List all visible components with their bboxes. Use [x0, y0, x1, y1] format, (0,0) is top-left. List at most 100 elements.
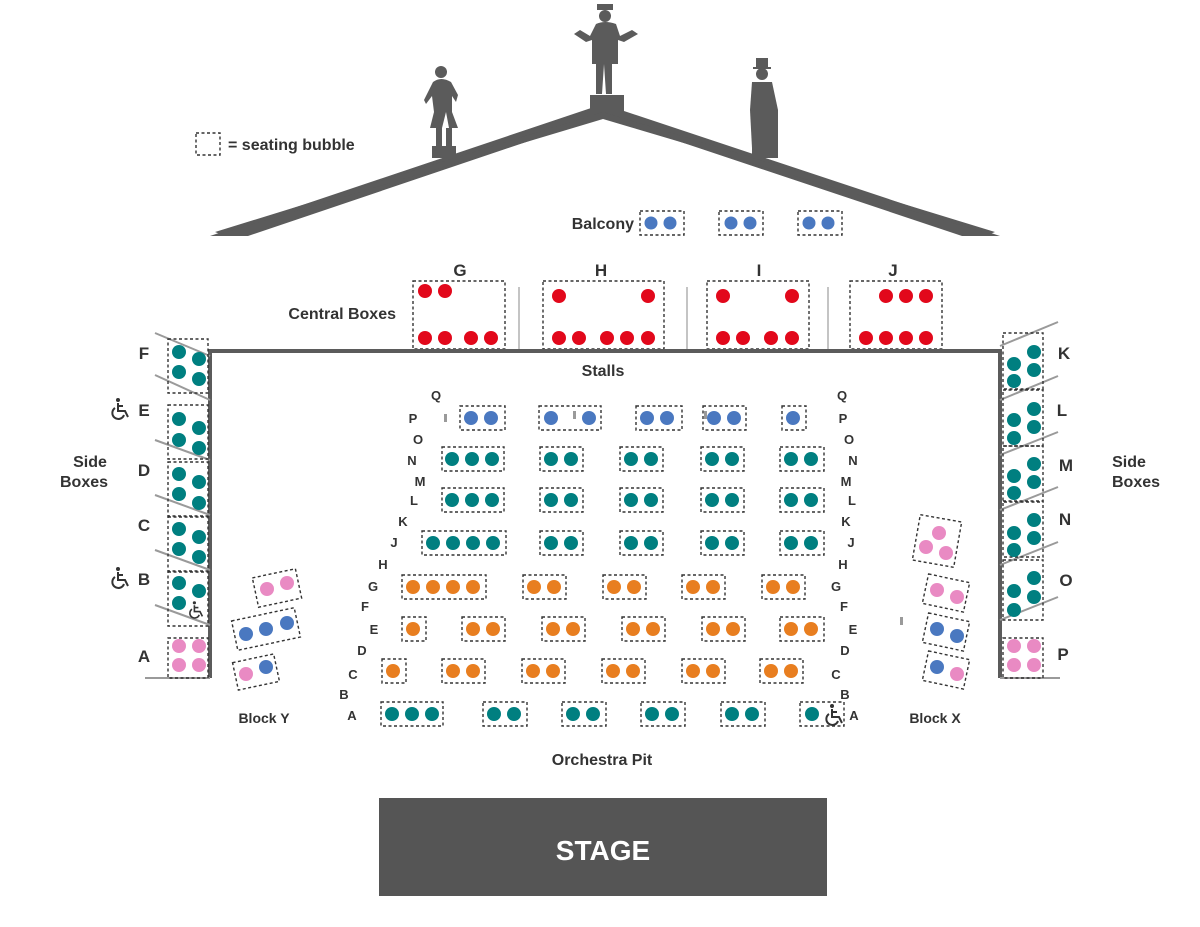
- stalls-bubble[interactable]: [441, 658, 486, 684]
- seat-j[interactable]: [899, 331, 913, 345]
- side-box-bubble[interactable]: [167, 338, 209, 394]
- stalls-bubble[interactable]: [779, 530, 825, 556]
- block-x-seat[interactable]: [950, 590, 964, 604]
- stalls-seat[interactable]: [644, 536, 658, 550]
- side-box-seat[interactable]: [172, 365, 186, 379]
- stalls-seat[interactable]: [566, 622, 580, 636]
- side-box-seat[interactable]: [1027, 590, 1041, 604]
- stalls-bubble[interactable]: [482, 701, 528, 727]
- block-x-bubble[interactable]: [921, 650, 971, 690]
- side-box-bubble[interactable]: [167, 637, 209, 679]
- stalls-bubble[interactable]: [602, 574, 647, 600]
- seat-h[interactable]: [620, 331, 634, 345]
- block-y-seat[interactable]: [239, 667, 253, 681]
- stalls-seat[interactable]: [624, 493, 638, 507]
- block-x-seat[interactable]: [950, 629, 964, 643]
- seat-i[interactable]: [716, 289, 730, 303]
- side-box-seat[interactable]: [1007, 603, 1021, 617]
- side-box-seat[interactable]: [1027, 457, 1041, 471]
- stalls-seat[interactable]: [645, 707, 659, 721]
- side-box-seat[interactable]: [1027, 363, 1041, 377]
- stalls-seat[interactable]: [644, 493, 658, 507]
- stalls-seat[interactable]: [784, 622, 798, 636]
- balcony-seat[interactable]: [724, 216, 738, 230]
- block-x-seat[interactable]: [930, 660, 944, 674]
- stalls-seat[interactable]: [544, 452, 558, 466]
- stalls-seat[interactable]: [784, 536, 798, 550]
- side-box-seat[interactable]: [1027, 475, 1041, 489]
- side-box-seat[interactable]: [172, 658, 186, 672]
- stalls-seat[interactable]: [686, 664, 700, 678]
- stalls-seat[interactable]: [706, 664, 720, 678]
- side-box-seat[interactable]: [192, 639, 206, 653]
- stalls-bubble[interactable]: [561, 701, 607, 727]
- side-box-seat[interactable]: [192, 530, 206, 544]
- side-box-seat[interactable]: [1027, 658, 1041, 672]
- stalls-bubble[interactable]: [681, 658, 726, 684]
- stalls-seat[interactable]: [660, 411, 674, 425]
- side-box-seat[interactable]: [1007, 543, 1021, 557]
- block-y-seat[interactable]: [280, 616, 294, 630]
- stalls-seat[interactable]: [446, 536, 460, 550]
- seat-g[interactable]: [438, 284, 452, 298]
- stalls-seat[interactable]: [446, 580, 460, 594]
- side-box-seat[interactable]: [172, 467, 186, 481]
- balcony-bubble[interactable]: [718, 210, 764, 236]
- stalls-bubble[interactable]: [700, 530, 745, 556]
- side-box-seat[interactable]: [1007, 413, 1021, 427]
- stalls-seat[interactable]: [386, 664, 400, 678]
- stalls-seat[interactable]: [564, 493, 578, 507]
- stalls-seat[interactable]: [705, 536, 719, 550]
- stalls-seat[interactable]: [566, 707, 580, 721]
- stalls-bubble[interactable]: [779, 616, 825, 642]
- side-box-seat[interactable]: [1007, 584, 1021, 598]
- stalls-seat[interactable]: [466, 622, 480, 636]
- side-box-seat[interactable]: [1027, 571, 1041, 585]
- stalls-bubble[interactable]: [779, 487, 825, 513]
- stalls-bubble[interactable]: [421, 530, 507, 556]
- side-box-seat[interactable]: [192, 584, 206, 598]
- seat-h[interactable]: [641, 331, 655, 345]
- stalls-seat[interactable]: [640, 411, 654, 425]
- side-box-seat[interactable]: [192, 658, 206, 672]
- side-box-bubble[interactable]: [1002, 500, 1044, 558]
- stalls-seat[interactable]: [547, 580, 561, 594]
- stalls-bubble[interactable]: [635, 405, 683, 431]
- side-box-bubble[interactable]: [1002, 445, 1044, 503]
- stalls-seat[interactable]: [465, 452, 479, 466]
- stalls-bubble[interactable]: [539, 530, 584, 556]
- stalls-bubble[interactable]: [701, 616, 746, 642]
- block-y-seat[interactable]: [239, 627, 253, 641]
- side-box-seat[interactable]: [192, 496, 206, 510]
- stalls-bubble[interactable]: [781, 405, 807, 431]
- stalls-bubble[interactable]: [381, 658, 407, 684]
- stalls-seat[interactable]: [466, 536, 480, 550]
- side-box-seat[interactable]: [192, 550, 206, 564]
- seat-g[interactable]: [418, 284, 432, 298]
- stalls-bubble[interactable]: [539, 487, 584, 513]
- balcony-seat[interactable]: [821, 216, 835, 230]
- stalls-seat[interactable]: [766, 580, 780, 594]
- stalls-bubble[interactable]: [401, 616, 427, 642]
- stalls-seat[interactable]: [624, 452, 638, 466]
- side-box-seat[interactable]: [172, 487, 186, 501]
- stalls-bubble[interactable]: [621, 616, 666, 642]
- seat-h[interactable]: [572, 331, 586, 345]
- seat-g[interactable]: [484, 331, 498, 345]
- side-box-seat[interactable]: [172, 596, 186, 610]
- side-box-seat[interactable]: [192, 421, 206, 435]
- side-box-bubble[interactable]: [1002, 332, 1044, 390]
- stalls-seat[interactable]: [705, 493, 719, 507]
- seat-i[interactable]: [764, 331, 778, 345]
- seat-h[interactable]: [552, 331, 566, 345]
- side-box-seat[interactable]: [192, 352, 206, 366]
- stalls-bubble[interactable]: [541, 616, 586, 642]
- stalls-seat[interactable]: [726, 622, 740, 636]
- side-box-seat[interactable]: [172, 639, 186, 653]
- block-x-seat[interactable]: [932, 526, 946, 540]
- stalls-seat[interactable]: [627, 580, 641, 594]
- stalls-seat[interactable]: [644, 452, 658, 466]
- side-box-seat[interactable]: [172, 522, 186, 536]
- stalls-seat[interactable]: [607, 580, 621, 594]
- stalls-bubble[interactable]: [759, 658, 804, 684]
